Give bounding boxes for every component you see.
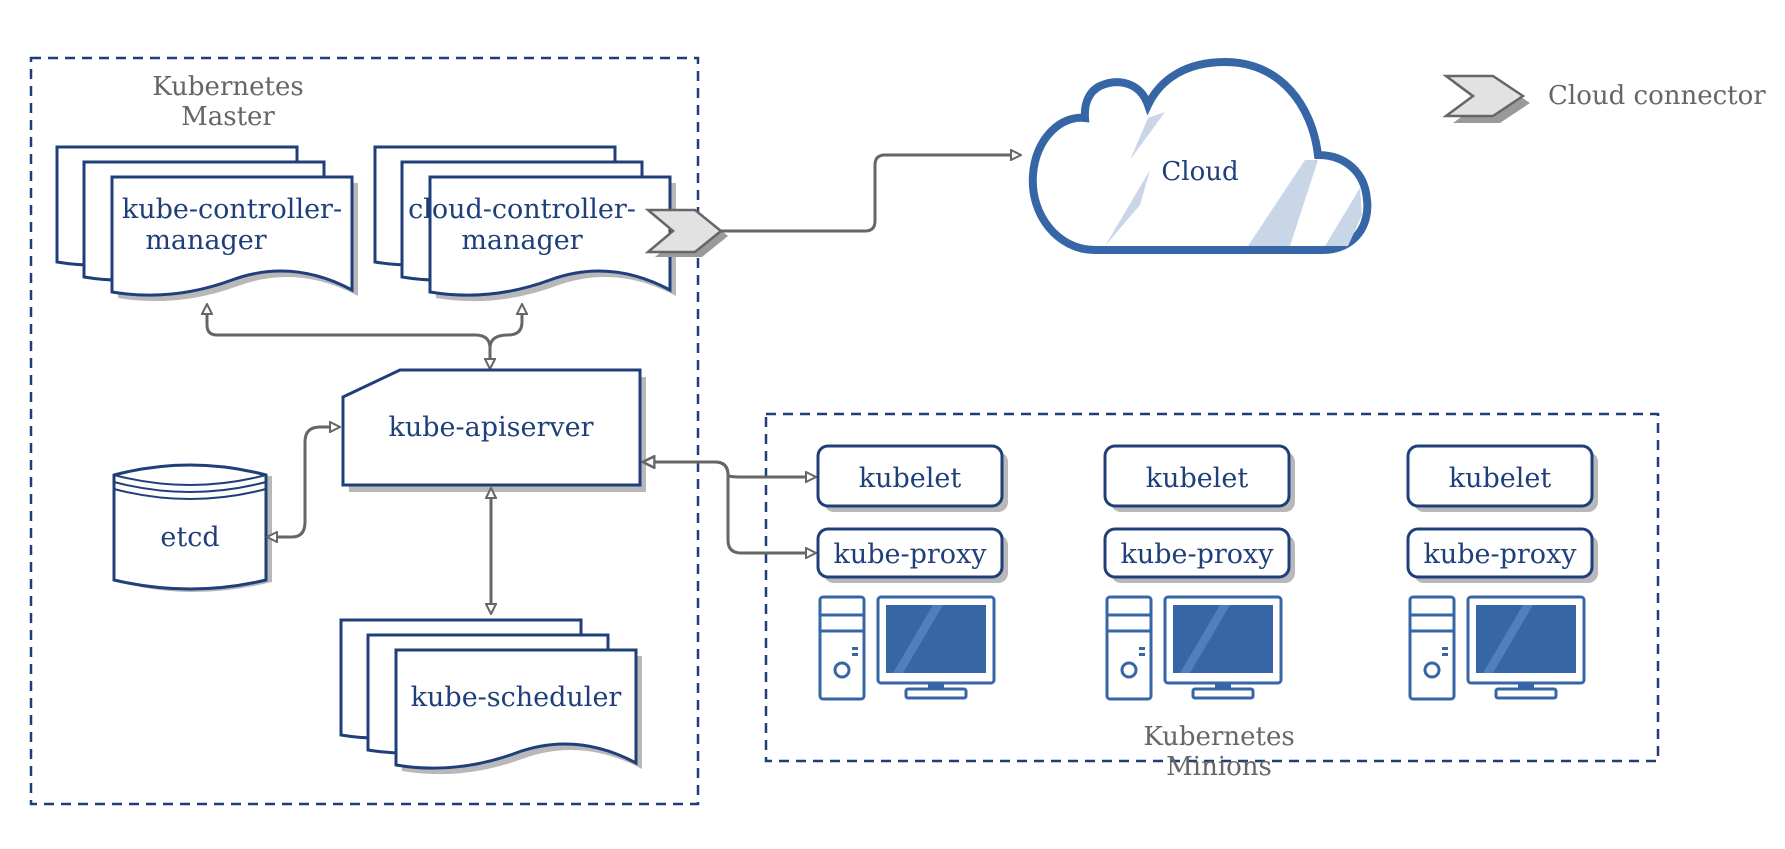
kube-apiserver: kube-apiserver <box>341 368 646 492</box>
cloud-connector-icon <box>644 208 728 257</box>
scheduler-label: kube-scheduler <box>411 682 622 713</box>
kubelet-label: kubelet <box>1449 463 1552 494</box>
cloud-link <box>721 155 1020 233</box>
master-group-border <box>29 56 700 806</box>
kcm-label-line2: manager <box>145 225 266 256</box>
kube-controller-manager: kube-controller- manager <box>55 145 358 302</box>
minions-group-border <box>764 412 1660 763</box>
node-1: kubelet kube-proxy <box>816 444 1008 701</box>
legend-connector-icon <box>1442 74 1526 118</box>
etcd: etcd <box>112 463 272 592</box>
node-2: kubelet kube-proxy <box>1103 444 1295 701</box>
kube-proxy-box <box>816 527 1004 579</box>
ccm-apiserver-link <box>488 305 522 349</box>
computer-icon <box>1408 595 1586 701</box>
kcm-apiserver-link <box>207 305 490 368</box>
master-group-label-line1: Kubernetes <box>152 72 303 102</box>
node-3: kubelet kube-proxy <box>1406 444 1598 701</box>
ccm-label-line1: cloud-controller- <box>408 194 636 225</box>
minions-group-label-line2: Minions <box>1166 752 1272 782</box>
kube-scheduler: kube-scheduler <box>339 618 642 775</box>
cloud-shape: Cloud <box>1028 57 1372 254</box>
kubelet-box <box>1103 444 1291 508</box>
master-group-label-line2: Master <box>181 102 275 132</box>
apiserver-kube-proxy-link <box>714 460 815 553</box>
computer-icon <box>818 595 996 701</box>
kube-proxy-label: kube-proxy <box>1120 539 1274 570</box>
apiserver-label: kube-apiserver <box>388 412 593 443</box>
kube-proxy-box <box>1406 527 1594 579</box>
etcd-apiserver-link <box>268 427 339 537</box>
kube-proxy-label: kube-proxy <box>833 539 987 570</box>
apiserver-kubelet-link <box>644 462 815 477</box>
legend-cloud-connector-label: Cloud connector <box>1548 81 1766 111</box>
kubelet-box <box>816 444 1004 508</box>
kube-proxy-box <box>1103 527 1291 579</box>
computer-icon <box>1105 595 1283 701</box>
kubelet-label: kubelet <box>859 463 962 494</box>
legend: Cloud connector <box>1442 74 1766 123</box>
kube-proxy-label: kube-proxy <box>1423 539 1577 570</box>
kubelet-box <box>1406 444 1594 508</box>
kubelet-label: kubelet <box>1146 463 1249 494</box>
etcd-label: etcd <box>160 522 219 553</box>
kcm-label-line1: kube-controller- <box>122 194 342 225</box>
cloud-controller-manager: cloud-controller- manager <box>373 145 676 302</box>
cloud-label: Cloud <box>1161 157 1238 187</box>
minions-group-label-line1: Kubernetes <box>1143 722 1294 752</box>
ccm-label-line2: manager <box>461 225 582 256</box>
